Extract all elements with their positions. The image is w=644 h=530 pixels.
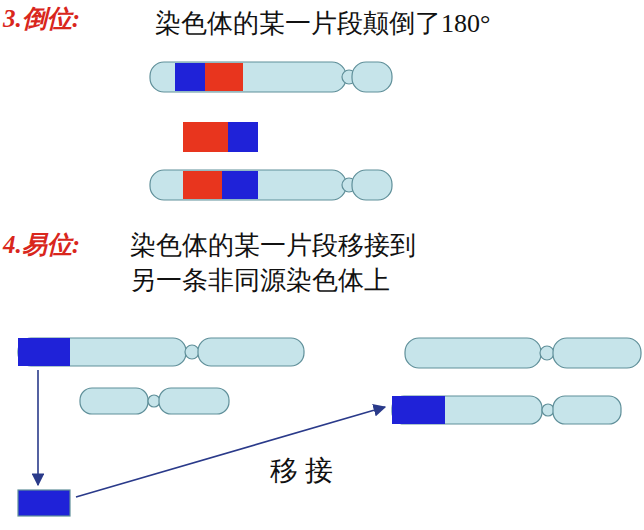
red-segment [183,171,222,199]
blue-segment [228,122,258,152]
blue-segment [222,171,258,199]
blue-segment [18,490,70,516]
description-text: 染色体的某一片段颠倒了180° [155,6,490,41]
chromosome [18,338,304,366]
chromosome [150,170,392,200]
blue-segment [175,63,205,91]
arrow [37,370,39,485]
section-heading: 3.倒位: [3,2,80,36]
blue-segment [18,338,70,366]
red-segment [205,63,243,91]
arrow [76,407,385,497]
chromosome [150,62,392,92]
description-text: 染色体的某一片段移接到 另一条非同源染色体上 [130,228,430,298]
chromosome [405,338,641,368]
red-segment [183,122,228,152]
chromosome [392,396,621,424]
section-heading: 4.易位: [3,228,80,262]
blue-segment [392,396,445,424]
chromosome [80,388,229,414]
arrow-label: 移 接 [270,452,333,490]
